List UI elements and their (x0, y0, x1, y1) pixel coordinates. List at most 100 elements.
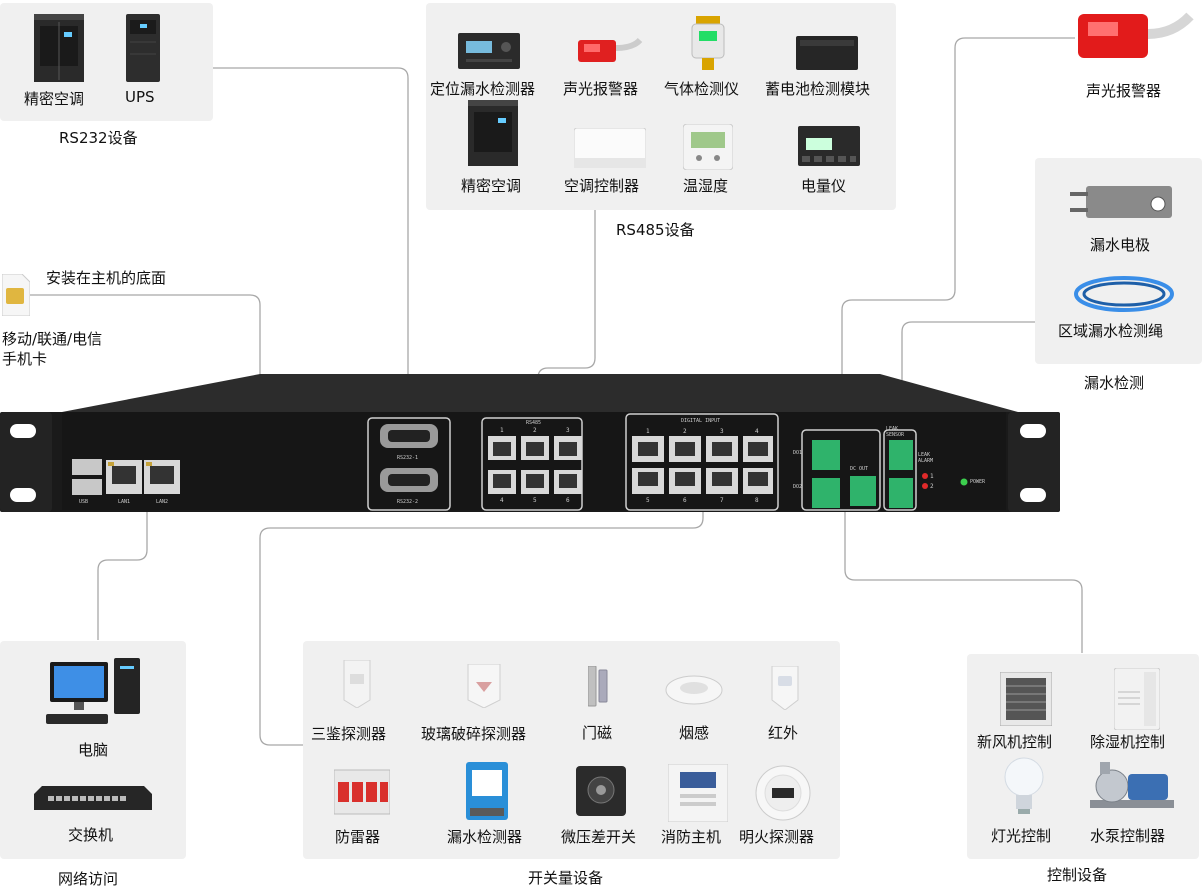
di-num-3: 3 (720, 428, 724, 435)
di-num-8: 8 (755, 497, 759, 504)
line-network (97, 512, 148, 640)
ac-controller-icon (574, 128, 646, 168)
do2-label: DO2 (793, 484, 803, 490)
rs485-item-2: 气体检测仪 (664, 80, 740, 98)
water-pump-icon (1090, 762, 1174, 808)
digital-input-label: DIGITAL INPUT (681, 418, 721, 424)
line-rs485 (537, 210, 596, 420)
sound-light-alarm-icon (1078, 12, 1194, 58)
rs485-item-1: 声光报警器 (563, 80, 639, 98)
leak-rope-icon (1074, 276, 1174, 312)
control-item-0: 新风机控制 (977, 733, 1053, 751)
rs485-num-1: 1 (500, 427, 504, 434)
fresh-air-unit-icon (1000, 672, 1052, 726)
rs485-item-7: 电量仪 (801, 177, 847, 195)
leak-item-0: 漏水电极 (1090, 236, 1151, 254)
switch-item-4: 红外 (768, 724, 799, 742)
switch-item-2: 门磁 (582, 724, 613, 742)
line-rs232 (213, 67, 409, 420)
smoke-detector-icon (665, 675, 723, 705)
network-item-0: 电脑 (78, 741, 109, 759)
flame-detector-icon (755, 765, 811, 821)
alarm-num-1: 1 (930, 473, 934, 480)
di-num-7: 7 (720, 497, 724, 504)
lan1-label: LAN1 (118, 499, 131, 505)
leak-item-1: 区域漏水检测绳 (1058, 322, 1164, 340)
line-control (844, 510, 1083, 653)
usb-label: USB (79, 499, 89, 505)
control-item-3: 水泵控制器 (1090, 827, 1166, 845)
computer-icon (46, 658, 140, 724)
leak-sensor-label: LEAK SENSOR (886, 426, 905, 438)
dehumidifier-icon (1114, 668, 1160, 730)
di-num-6: 6 (683, 497, 687, 504)
leak-title: 漏水检测 (1084, 374, 1145, 392)
dc-out-label: DC OUT (850, 466, 869, 472)
switch-panel (303, 641, 840, 859)
switch-item-7: 微压差开关 (561, 828, 637, 846)
control-item-2: 灯光控制 (991, 827, 1052, 845)
line-sim (30, 294, 261, 375)
glass-break-detector-icon (467, 664, 501, 708)
rs485-item-3: 蓄电池检测模块 (765, 80, 871, 98)
door-contact-icon (588, 666, 608, 707)
surge-protector-icon (334, 769, 390, 815)
switch-item-3: 烟感 (679, 724, 710, 742)
gas-detector-icon (691, 16, 725, 70)
rs485-num-6: 6 (566, 497, 570, 504)
battery-module-icon (796, 36, 858, 70)
leak-alarm-label: LEAK ALARM (918, 452, 934, 464)
switch-item-0: 三鉴探测器 (311, 725, 387, 743)
temp-humidity-icon (683, 124, 733, 170)
sim-note: 安装在主机的底面 (46, 269, 167, 287)
rs232-title: RS232设备 (59, 129, 138, 147)
switch-icon (34, 786, 152, 810)
rs485-item-6: 温湿度 (683, 177, 729, 195)
network-item-1: 交换机 (68, 826, 114, 844)
rs485-num-4: 4 (500, 497, 504, 504)
lan2-label: LAN2 (156, 499, 169, 505)
line-switch (259, 508, 704, 746)
light-bulb-icon (1004, 757, 1044, 814)
switch-item-1: 玻璃破碎探测器 (421, 725, 527, 743)
switch-item-6: 漏水检测器 (447, 828, 523, 846)
main-device (0, 374, 1060, 512)
di-num-4: 4 (755, 428, 759, 435)
di-num-5: 5 (646, 497, 650, 504)
precision-ac-icon (468, 100, 518, 166)
rs232-item-1: UPS (125, 88, 155, 106)
control-item-1: 除湿机控制 (1090, 733, 1166, 751)
power-label: POWER (970, 479, 986, 485)
infrared-detector-icon (771, 666, 799, 710)
di-num-1: 1 (646, 428, 650, 435)
leak-detector-icon (466, 762, 508, 820)
rs485-item-5: 空调控制器 (564, 177, 640, 195)
triple-detector-icon (343, 660, 371, 708)
rs485-title: RS485设备 (616, 221, 695, 239)
line-leak (901, 321, 1035, 425)
fire-host-icon (668, 764, 728, 822)
line-alarm (841, 37, 1075, 430)
alarm-item-0: 声光报警器 (1086, 82, 1162, 100)
sim-label-line1: 移动/联通/电信 (2, 330, 103, 348)
switch-item-9: 明火探测器 (739, 828, 815, 846)
control-title: 控制设备 (1047, 866, 1108, 884)
sound-light-alarm-icon (578, 37, 643, 62)
leak-electrode-icon (1070, 186, 1172, 218)
network-title: 网络访问 (58, 870, 119, 888)
rs485-num-2: 2 (533, 427, 537, 434)
sim-label-line2: 手机卡 (2, 350, 48, 368)
ups-icon (126, 14, 160, 82)
rs485-item-4: 精密空调 (461, 177, 522, 195)
do1-label: DO1 (793, 450, 803, 456)
leak-locator-icon (458, 33, 520, 69)
rs485-num-5: 5 (533, 497, 537, 504)
rs232-1-label: RS232-1 (397, 455, 419, 461)
switch-item-8: 消防主机 (661, 828, 722, 846)
rs485-port-label: RS485 (526, 420, 542, 426)
di-num-2: 2 (683, 428, 687, 435)
precision-ac-icon (34, 14, 84, 82)
rs232-2-label: RS232-2 (397, 499, 419, 505)
switch-item-5: 防雷器 (335, 828, 381, 846)
